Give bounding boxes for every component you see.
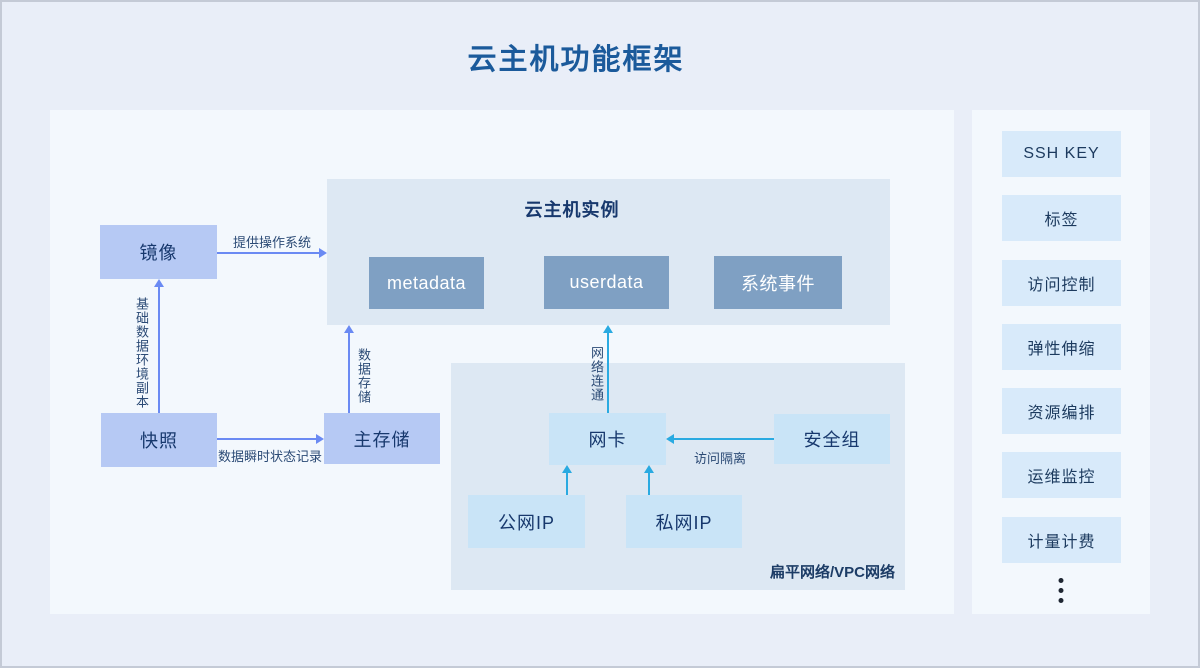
edge-label-data-storage: 数据存储 (356, 348, 371, 404)
arrowhead-image-to-instance (319, 248, 327, 258)
arrowhead-publicip-to-nic (562, 465, 572, 473)
node-security-group: 安全组 (774, 414, 890, 464)
edge-label-base-data-copy: 基础数据环境副本 (134, 297, 149, 409)
diagram-panel: 镜像 快照 主存储 云主机实例 metadata userdata 系统事件 网… (50, 110, 954, 614)
network-panel: 网卡 安全组 公网IP 私网IP 扁平网络/VPC网络 访问隔离 (451, 363, 905, 590)
node-image: 镜像 (100, 225, 217, 279)
feature-chip-access-control: 访问控制 (1002, 260, 1121, 306)
vertical-ellipsis-icon (1058, 578, 1064, 603)
arrowhead-snapshot-to-image (154, 279, 164, 287)
node-public-ip: 公网IP (468, 495, 585, 548)
instance-panel: 云主机实例 metadata userdata 系统事件 (327, 179, 890, 325)
node-system-events: 系统事件 (714, 256, 842, 309)
arrow-storage-to-instance (348, 333, 350, 413)
edge-label-access-isolation: 访问隔离 (693, 451, 746, 466)
node-nic: 网卡 (549, 413, 666, 465)
arrowhead-nic-to-instance (603, 325, 613, 333)
node-private-ip: 私网IP (626, 495, 742, 548)
feature-panel: SSH KEY 标签 访问控制 弹性伸缩 资源编排 运维监控 计量计费 (972, 110, 1150, 614)
feature-chip-ops-monitoring: 运维监控 (1002, 452, 1121, 498)
node-snapshot: 快照 (101, 413, 217, 467)
network-panel-label: 扁平网络/VPC网络 (769, 564, 895, 581)
feature-chip-resource-orchestration: 资源编排 (1002, 388, 1121, 434)
page-title: 云主机功能框架 (467, 44, 685, 76)
arrow-image-to-instance (217, 252, 320, 254)
feature-chip-tags: 标签 (1002, 195, 1121, 241)
edge-label-network-connectivity: 网络连通 (589, 346, 604, 402)
arrow-security-to-nic (674, 438, 774, 440)
edge-label-provide-os: 提供操作系统 (232, 235, 311, 250)
arrow-privateip-to-nic (648, 473, 650, 495)
edge-label-snapshot-record: 数据瞬时状态记录 (218, 449, 323, 464)
feature-chip-auto-scaling: 弹性伸缩 (1002, 324, 1121, 370)
arrow-publicip-to-nic (566, 473, 568, 495)
arrow-snapshot-to-image (158, 287, 160, 413)
arrow-nic-to-instance (607, 333, 609, 413)
arrowhead-security-to-nic (666, 434, 674, 444)
arrowhead-privateip-to-nic (644, 465, 654, 473)
arrowhead-storage-to-instance (344, 325, 354, 333)
node-main-storage: 主存储 (324, 413, 440, 464)
node-userdata: userdata (544, 256, 669, 309)
feature-chip-ssh-key: SSH KEY (1002, 131, 1121, 177)
feature-chip-metering-billing: 计量计费 (1002, 517, 1121, 563)
instance-panel-title: 云主机实例 (524, 200, 620, 220)
arrow-snapshot-to-storage (217, 438, 317, 440)
arrowhead-snapshot-to-storage (316, 434, 324, 444)
node-metadata: metadata (369, 257, 484, 309)
